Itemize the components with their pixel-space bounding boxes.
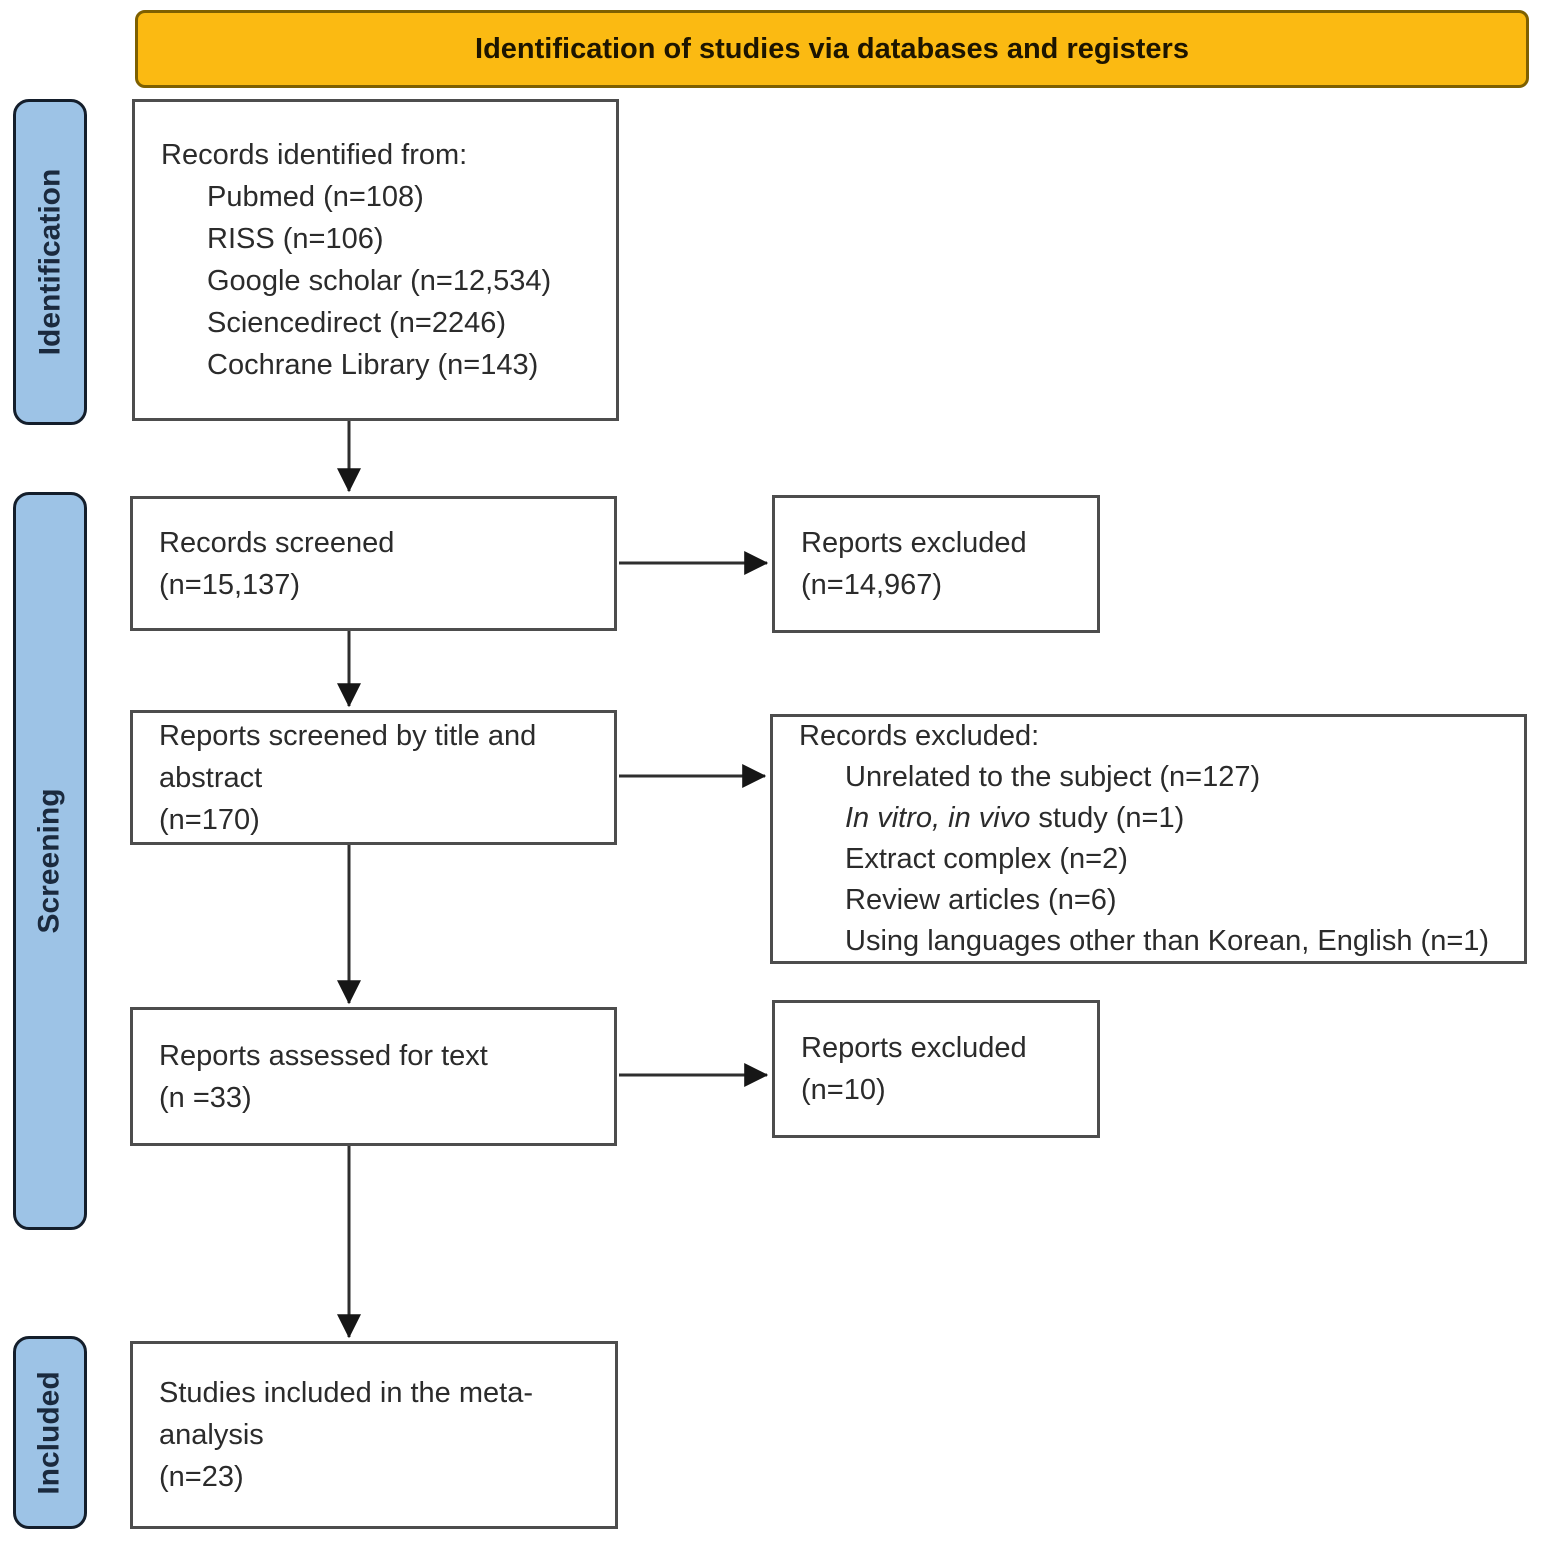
box-reports-assessed: Reports assessed for text (n =33) bbox=[130, 1007, 617, 1146]
reports-screened-line: abstract bbox=[159, 761, 263, 794]
reports-assessed-count: (n =33) bbox=[159, 1081, 252, 1114]
header-banner: Identification of studies via databases … bbox=[135, 10, 1529, 88]
records-screened-line: Records screened bbox=[159, 526, 395, 559]
excluded-reason: Using languages other than Korean, Engli… bbox=[845, 925, 1490, 957]
source-item: Sciencedirect (n=2246) bbox=[207, 307, 507, 339]
source-item: Pubmed (n=108) bbox=[207, 181, 424, 213]
stage-screening: Screening bbox=[13, 492, 87, 1230]
reports-excluded-count: (n=14,967) bbox=[801, 569, 943, 601]
source-item: Cochrane Library (n=143) bbox=[207, 349, 539, 381]
box-reports-screened-title-abstract: Reports screened by title and abstract (… bbox=[130, 710, 617, 845]
stage-screening-label: Screening bbox=[33, 788, 66, 934]
box-reports-excluded-assessment: Reports excluded (n=10) bbox=[772, 1000, 1100, 1138]
studies-included-line: analysis bbox=[159, 1419, 264, 1451]
header-title: Identification of studies via databases … bbox=[475, 32, 1189, 65]
reports-excluded-line: Reports excluded bbox=[801, 1032, 1027, 1064]
excluded-reason: In vitro, in vivo study (n=1) bbox=[799, 798, 1514, 839]
records-excluded-title: Records excluded: bbox=[799, 720, 1040, 752]
reports-excluded-count: (n=10) bbox=[801, 1074, 886, 1106]
records-identified-title: Records identified from: bbox=[161, 139, 468, 171]
excluded-reason-italic-segment: In vitro, in vivo bbox=[845, 802, 1031, 834]
reports-screened-line: Reports screened by title and bbox=[159, 719, 537, 752]
stage-included-label: Included bbox=[33, 1370, 66, 1495]
reports-assessed-line: Reports assessed for text bbox=[159, 1039, 488, 1072]
records-screened-count: (n=15,137) bbox=[159, 568, 301, 601]
excluded-reason: Extract complex (n=2) bbox=[845, 843, 1128, 875]
stage-identification: Identification bbox=[13, 99, 87, 425]
studies-included-line: Studies included in the meta- bbox=[159, 1377, 533, 1409]
box-records-identified: Records identified from: Pubmed (n=108) … bbox=[132, 99, 619, 421]
stage-included: Included bbox=[13, 1336, 87, 1529]
box-reports-excluded-screening: Reports excluded (n=14,967) bbox=[772, 495, 1100, 633]
excluded-reason-plain-segment: study (n=1) bbox=[1030, 802, 1185, 834]
excluded-reason: Unrelated to the subject (n=127) bbox=[845, 761, 1261, 793]
reports-screened-count: (n=170) bbox=[159, 803, 260, 836]
source-item: Google scholar (n=12,534) bbox=[207, 265, 552, 297]
studies-included-count: (n=23) bbox=[159, 1461, 244, 1493]
box-records-screened: Records screened (n=15,137) bbox=[130, 496, 617, 631]
excluded-reason: Review articles (n=6) bbox=[845, 884, 1117, 916]
stage-identification-label: Identification bbox=[33, 168, 67, 356]
source-item: RISS (n=106) bbox=[207, 223, 384, 255]
reports-excluded-line: Reports excluded bbox=[801, 527, 1027, 559]
box-records-excluded: Records excluded: Unrelated to the subje… bbox=[770, 714, 1527, 964]
box-studies-included: Studies included in the meta- analysis (… bbox=[130, 1341, 618, 1529]
